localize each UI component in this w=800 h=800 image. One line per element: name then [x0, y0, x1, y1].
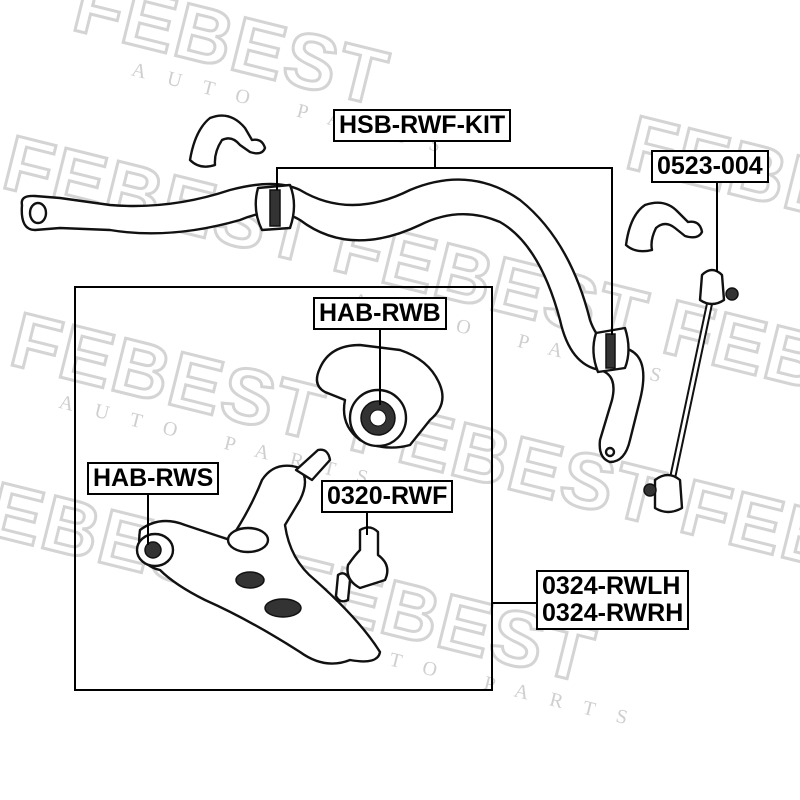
label-hab-rwb: HAB-RWB	[313, 297, 447, 330]
ball-joint-part	[334, 526, 389, 603]
label-0523-004: 0523-004	[651, 150, 769, 183]
control-arm-group-frame	[74, 286, 493, 691]
watermark-brand: FEBEST	[655, 282, 800, 445]
stabilizer-bushing-left	[254, 183, 296, 232]
stabilizer-bar	[20, 178, 645, 464]
bushing-bracket-left	[188, 114, 267, 168]
label-0324-rwlh: 0324-RWLH	[542, 572, 681, 600]
label-0320-rwf: 0320-RWF	[321, 480, 454, 513]
label-hsb-rwf-kit: HSB-RWF-KIT	[333, 109, 512, 142]
label-0324-rwrh: 0324-RWRH	[542, 599, 684, 627]
watermark-brand: FEBEST	[672, 462, 800, 625]
stabilizer-link	[643, 268, 739, 514]
label-hab-rws: HAB-RWS	[87, 462, 220, 495]
control-arm-part	[135, 448, 382, 665]
leader-lines	[147, 142, 718, 604]
bushing-bracket-right	[624, 201, 704, 253]
stabilizer-bushing-right	[592, 326, 630, 374]
label-0324-control-arm: 0324-RWLH 0324-RWRH	[536, 570, 690, 630]
